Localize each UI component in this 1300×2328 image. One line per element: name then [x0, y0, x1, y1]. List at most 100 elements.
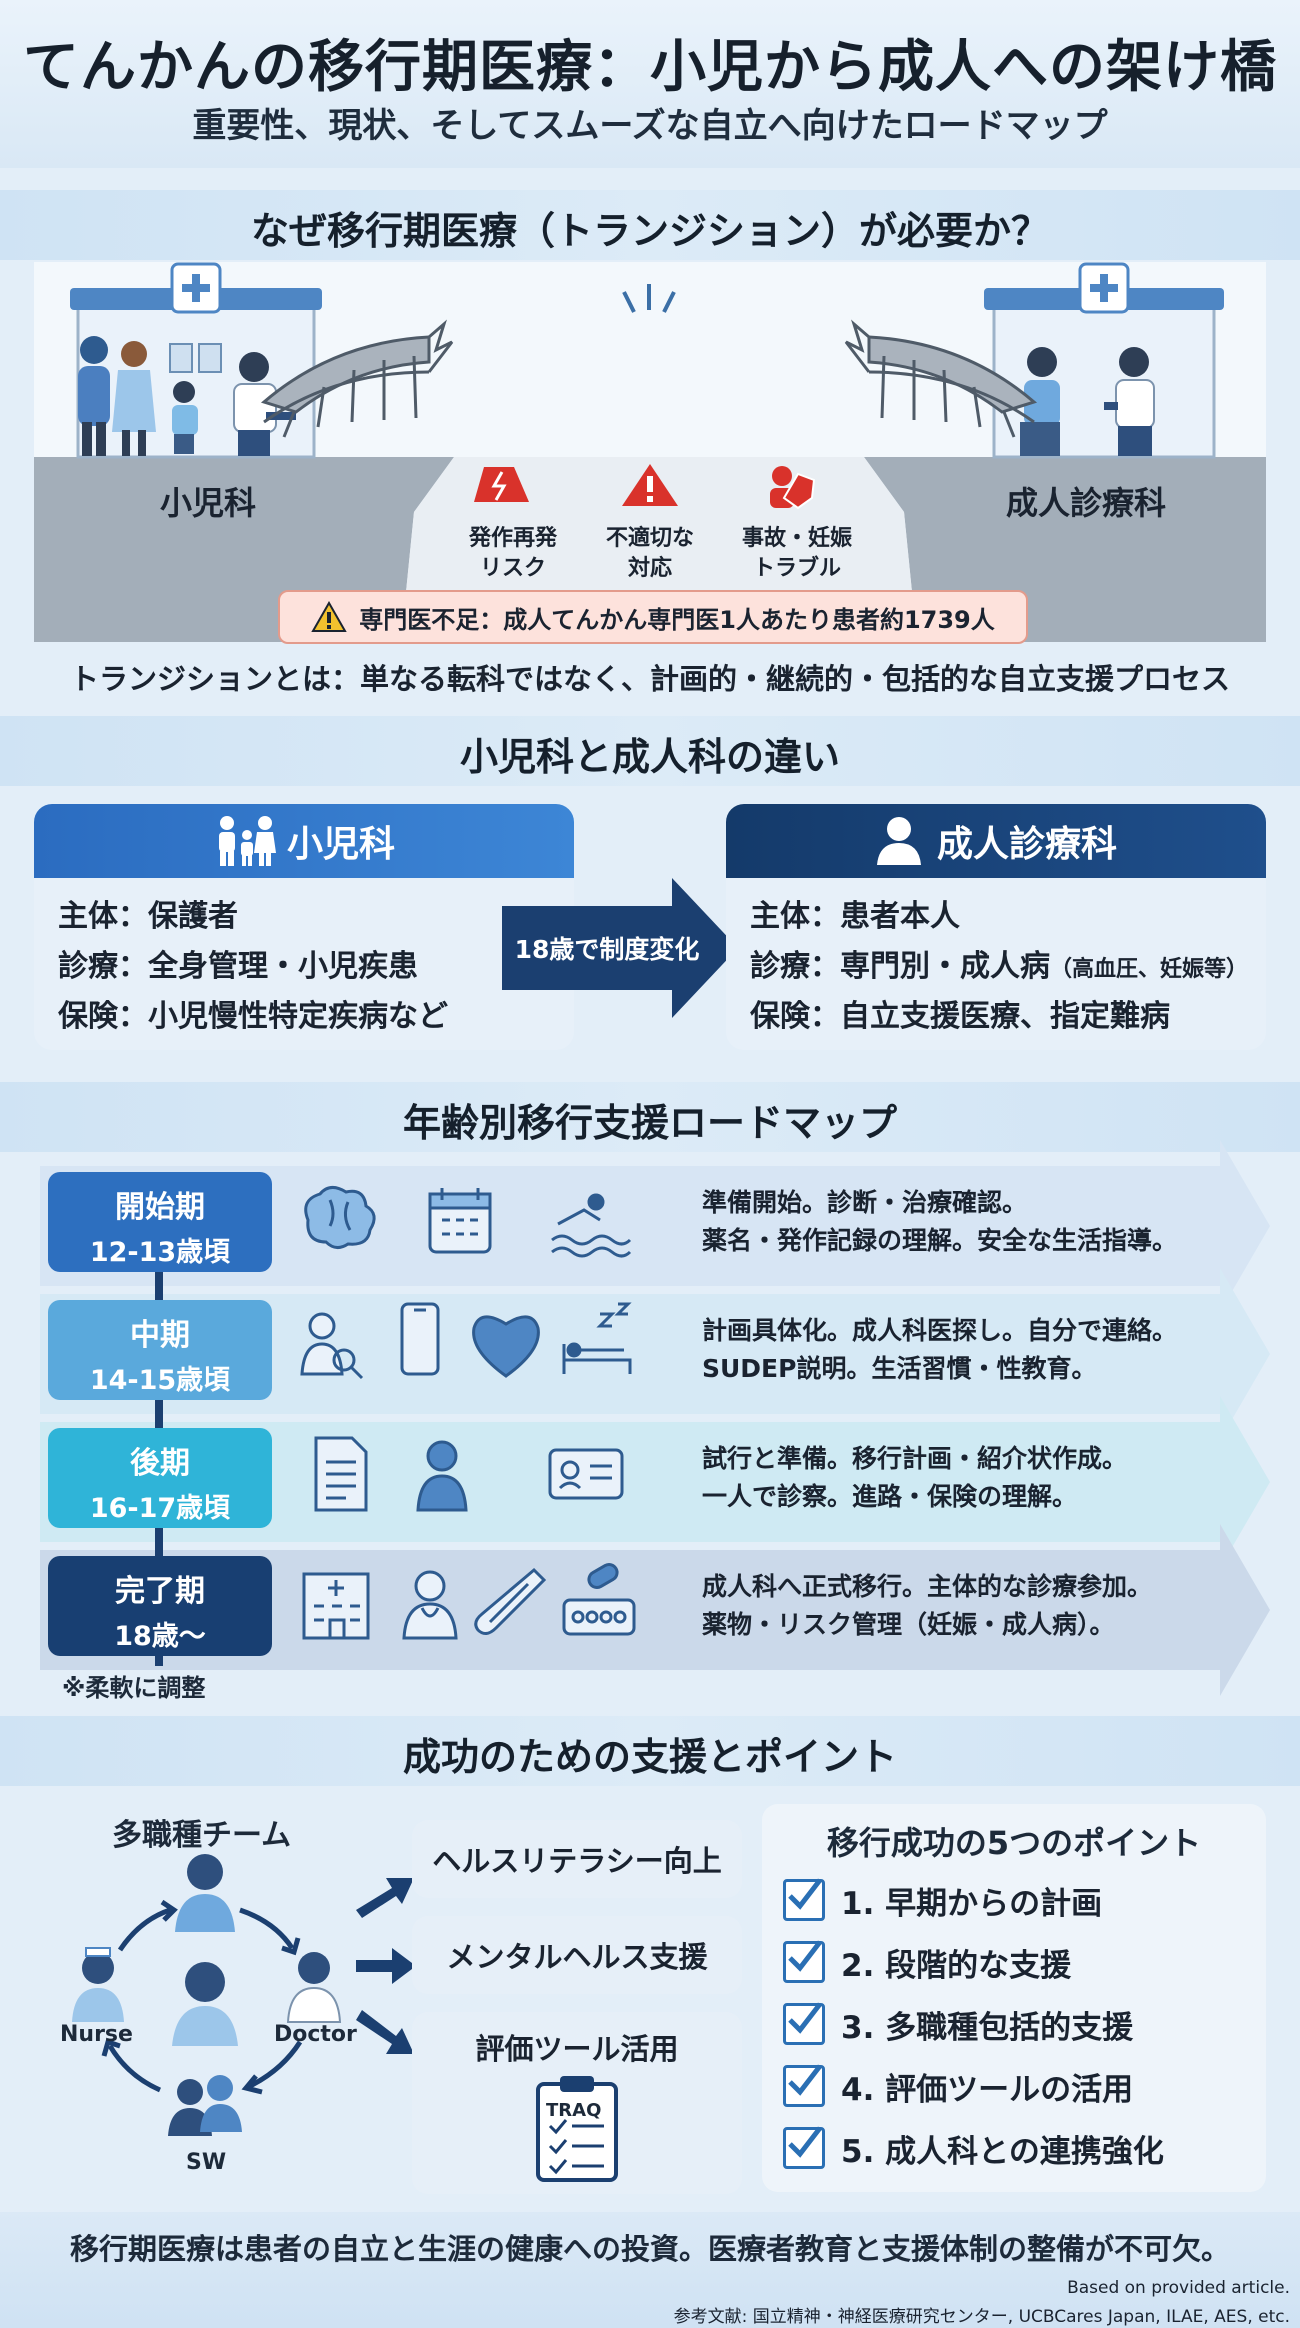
- specialist-shortage-warning: 専門医不足：成人てんかん専門医1人あたり患者約1739人: [278, 590, 1028, 644]
- pediatric-building-icon: [70, 262, 322, 459]
- traq-label: TRAQ: [546, 2100, 602, 2121]
- warning-triangle-icon: [622, 464, 678, 506]
- point-5-text: 5. 成人科との連携強化: [841, 2133, 1164, 2170]
- doctor-icon: [402, 1570, 458, 1640]
- section-header-bar: [0, 190, 1300, 260]
- stage-complete-desc-line2: 薬物・リスク管理（妊娠・成人病）。: [702, 1610, 1115, 1639]
- points-panel: [762, 1804, 1266, 2192]
- warning-icon: [311, 601, 347, 632]
- doctor-search-icon: [300, 1312, 364, 1380]
- footer-references: 参考文献: 国立精神・神経医療研究センター, UCBCares Japan, I…: [673, 2307, 1290, 2327]
- section-header-bar: [0, 1716, 1300, 1786]
- risk-accident: 事故・妊娠 トラブル: [722, 524, 872, 584]
- stage-complete-desc-line1: 成人科へ正式移行。主体的な診療参加。: [702, 1572, 1153, 1601]
- broken-bridge-icon: [260, 284, 1038, 438]
- stage-mid-age: 14-15歳頃: [89, 1365, 231, 1396]
- adult-card-header: 成人診療科: [726, 804, 1266, 878]
- stage-complete: 完了期 18歳〜: [48, 1556, 272, 1656]
- stage-complete-desc: 成人科へ正式移行。主体的な診療参加。 薬物・リスク管理（妊娠・成人病）。: [702, 1568, 1152, 1644]
- stage-mid-desc-line1: 計画具体化。成人科医探し。自分で連絡。: [702, 1316, 1178, 1345]
- calendar-icon: [428, 1188, 492, 1254]
- stage-complete-age: 18歳〜: [114, 1621, 206, 1652]
- person-icon: [416, 1440, 468, 1512]
- pediatric-subject: 主体：保護者: [58, 899, 238, 934]
- risk-seizure: 発作再発 リスク: [448, 524, 578, 584]
- age-18-arrow-icon: [502, 878, 738, 1018]
- sleep-bed-icon: [562, 1302, 632, 1374]
- page-subtitle: 重要性、現状、そしてスムーズな自立へ向けたロードマップ: [192, 106, 1108, 146]
- stage-icons: [300, 1186, 636, 1640]
- adult-insurance: 保険：自立支援医療、指定難病: [750, 999, 1170, 1034]
- support-mental-health: メンタルヘルス支援: [412, 1916, 742, 1994]
- transition-definition: トランジションとは：単なる転科ではなく、計画的・継続的・包括的な自立支援プロセス: [69, 662, 1230, 696]
- checkbox-checked-icon: [783, 1878, 825, 1921]
- risk-inappropriate: 不適切な 対応: [585, 524, 715, 584]
- person-shield-icon: [770, 466, 816, 510]
- stage-start-desc: 準備開始。診断・治療確認。 薬名・発作記録の理解。安全な生活指導。: [702, 1184, 1177, 1260]
- support-health-literacy: ヘルスリテラシー向上: [412, 1820, 742, 1898]
- pediatrics-label: 小児科: [160, 484, 257, 522]
- pediatric-card-header: 小児科: [34, 804, 574, 878]
- stage-start-name: 開始期: [115, 1190, 205, 1225]
- stage-late-desc-line1: 試行と準備。移行計画・紹介状作成。: [702, 1444, 1128, 1473]
- thermometer-icon: [474, 1567, 547, 1635]
- point-4: 4. 評価ツールの活用: [783, 2062, 1133, 2110]
- stage-start-desc-line1: 準備開始。診断・治療確認。: [702, 1188, 1028, 1217]
- section4-heading: 成功のための支援とポイント: [402, 1735, 897, 1779]
- support-arrows: [356, 1878, 416, 2054]
- social-worker-icon: [168, 2075, 242, 2136]
- sw-label: SW: [186, 2150, 227, 2175]
- checkbox-checked-icon: [783, 1940, 825, 1983]
- checkbox-checked-icon: [783, 2002, 825, 2045]
- roadmap-arrow-2: [40, 1268, 1270, 1440]
- stage-start: 開始期 12-13歳頃: [48, 1172, 272, 1272]
- section3-heading: 年齢別移行支援ロードマップ: [402, 1101, 897, 1145]
- section1-heading: なぜ移行期医療（トランジション）が必要か？: [250, 209, 1049, 253]
- risk-inappropriate-line2: 対応: [627, 556, 672, 581]
- stage-start-desc-line2: 薬名・発作記録の理解。安全な生活指導。: [702, 1226, 1178, 1255]
- smartphone-icon: [400, 1302, 440, 1376]
- cycle-arrows: [101, 1899, 303, 2095]
- swimmer-icon: [551, 1193, 632, 1258]
- point-2: 2. 段階的な支援: [783, 1938, 1071, 1986]
- hospital-icon: [302, 1572, 370, 1640]
- risk-accident-line2: トラブル: [752, 556, 841, 581]
- points-title: 移行成功の5つのポイント: [826, 1824, 1202, 1862]
- adult-care-main: 診療：専門別・成人病: [750, 949, 1050, 984]
- section2-heading: 小児科と成人科の違い: [459, 735, 840, 779]
- support-assessment-tools-label: 評価ツール活用: [475, 2032, 679, 2066]
- stage-late-name: 後期: [130, 1446, 190, 1481]
- stage-mid-desc: 計画具体化。成人科医探し。自分で連絡。 SUDEP説明。生活習慣・性教育。: [702, 1312, 1177, 1388]
- point-5: 5. 成人科との連携強化: [783, 2124, 1164, 2172]
- footer: [0, 2212, 1300, 2328]
- bridge-illustration: [34, 262, 1266, 642]
- risk-seizure-line2: リスク: [479, 556, 546, 581]
- section-header-bar: [0, 716, 1300, 786]
- pediatric-card: 小児科 主体：保護者 診療：全身管理・小児疾患 保険：小児慢性特定疾病など: [34, 804, 574, 1050]
- support-assessment-tools: 評価ツール活用: [412, 2012, 742, 2194]
- point-1: 1. 早期からの計画: [783, 1876, 1102, 1924]
- point-3-text: 3. 多職種包括的支援: [841, 2009, 1134, 2046]
- checkbox-checked-icon: [783, 2064, 825, 2107]
- adult-building-icon: [984, 262, 1224, 459]
- patient-center-icon: [172, 1962, 238, 2046]
- point-1-text: 1. 早期からの計画: [841, 1885, 1103, 1922]
- pediatric-insurance: 保険：小児慢性特定疾病など: [58, 999, 448, 1034]
- doctor-label: Doctor: [274, 2022, 357, 2047]
- stage-mid-desc-line2: SUDEP説明。生活習慣・性教育。: [702, 1354, 1097, 1383]
- warning-text: 専門医不足：成人てんかん専門医1人あたり患者約1739人: [359, 605, 995, 634]
- point-2-text: 2. 段階的な支援: [841, 1947, 1072, 1984]
- adult-card: 成人診療科 主体：患者本人 診療：専門別・成人病（高血圧、妊娠等） 保険：自立支…: [726, 804, 1266, 1050]
- risk-seizure-line1: 発作再発: [468, 526, 557, 551]
- point-3: 3. 多職種包括的支援: [783, 2000, 1133, 2048]
- roadmap-arrow-4: [40, 1524, 1270, 1696]
- age-18-arrow-label: 18歳で制度変化: [514, 935, 700, 964]
- id-card-icon: [548, 1448, 624, 1500]
- footer-message: 移行期医療は患者の自立と生涯の健康への投資。医療者教育と支援体制の整備が不可欠。: [69, 2232, 1230, 2266]
- document-icon: [314, 1436, 368, 1512]
- stage-mid-name: 中期: [130, 1318, 190, 1353]
- brain-icon: [304, 1186, 376, 1249]
- person-icon: [876, 817, 921, 865]
- footer-based-on: Based on provided article.: [1067, 2278, 1290, 2298]
- stage-late-desc-line2: 一人で診察。進路・保険の理解。: [702, 1482, 1078, 1511]
